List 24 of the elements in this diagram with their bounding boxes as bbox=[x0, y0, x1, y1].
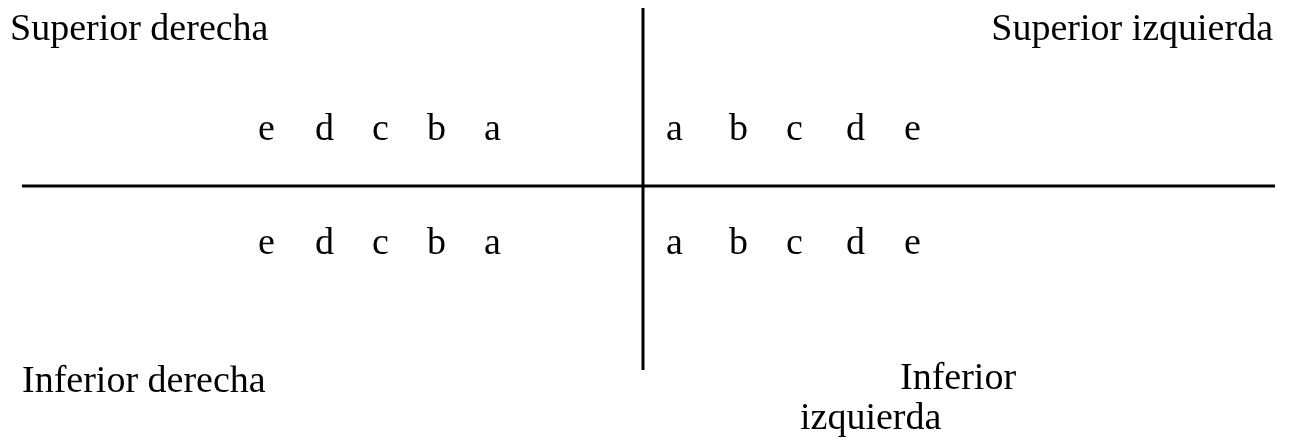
tooth-letter: c bbox=[786, 219, 803, 264]
tooth-letter: b bbox=[729, 219, 748, 264]
tooth-letter: d bbox=[846, 219, 865, 264]
quadrant-label: Superior izquierda bbox=[991, 5, 1273, 50]
tooth-letter: e bbox=[904, 219, 921, 264]
tooth-letter: a bbox=[484, 105, 501, 150]
tooth-letter: b bbox=[729, 105, 748, 150]
tooth-letter: b bbox=[427, 219, 446, 264]
quadrant-label: Inferior izquierda bbox=[800, 356, 1018, 436]
tooth-letter: c bbox=[372, 105, 389, 150]
tooth-letter: d bbox=[315, 105, 334, 150]
tooth-letter: d bbox=[846, 105, 865, 150]
tooth-letter: d bbox=[315, 219, 334, 264]
tooth-letter: a bbox=[666, 105, 683, 150]
quadrant-label: Inferior derecha bbox=[22, 357, 266, 402]
tooth-letter: c bbox=[786, 105, 803, 150]
tooth-letter: a bbox=[666, 219, 683, 264]
tooth-letter: e bbox=[258, 105, 275, 150]
tooth-letter: b bbox=[427, 105, 446, 150]
quadrant-label: Superior derecha bbox=[10, 5, 269, 50]
tooth-letter: c bbox=[372, 219, 389, 264]
tooth-letter: a bbox=[484, 219, 501, 264]
tooth-letter: e bbox=[904, 105, 921, 150]
tooth-letter: e bbox=[258, 219, 275, 264]
